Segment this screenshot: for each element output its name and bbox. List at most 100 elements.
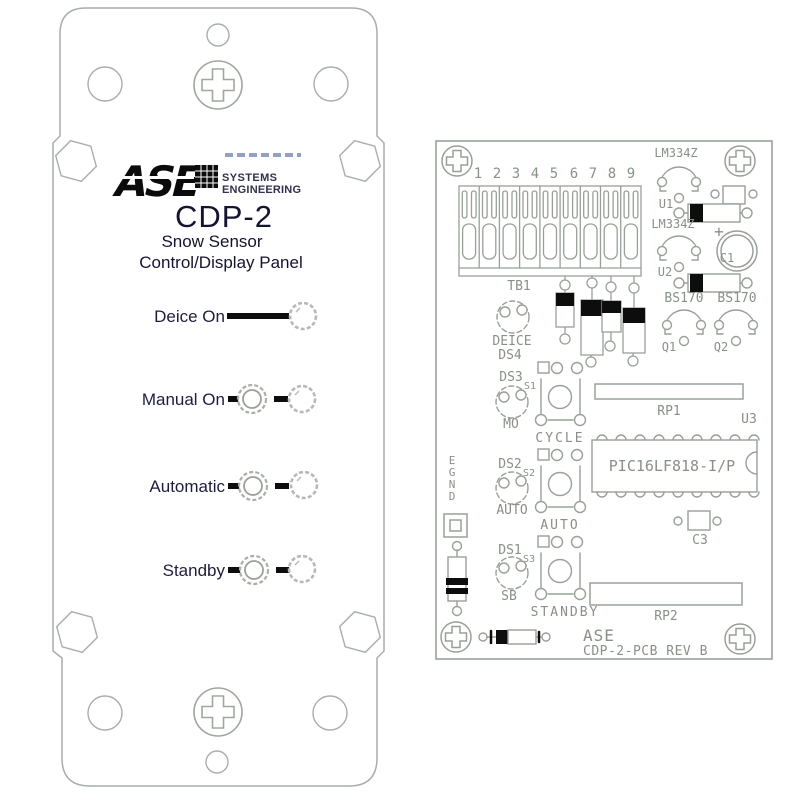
diode-horizontal — [673, 203, 753, 223]
ds3-label: DS3 — [499, 370, 522, 385]
bs170-label: BS170 — [664, 291, 703, 306]
standby-label: STANDBY — [531, 605, 600, 620]
row-label: Manual On — [142, 390, 225, 409]
diode-vertical-left — [446, 540, 468, 617]
led-indicator-icon — [289, 470, 319, 500]
indicator-bar — [228, 567, 242, 573]
pushbutton-icon — [237, 470, 269, 502]
row-label: Deice On — [154, 307, 225, 326]
logo-org-line1: SYSTEMS — [222, 172, 277, 184]
pin-number: 4 — [531, 166, 539, 182]
ase-logo: ASE SYSTEMS ENGINEERING — [109, 153, 301, 207]
egnd-letter: D — [449, 490, 456, 503]
c1-polarity-mark: + — [714, 222, 724, 241]
c1-label: C1 — [720, 251, 734, 265]
logo-brand-text: ASE — [109, 158, 204, 207]
top-pilot-hole — [206, 23, 230, 47]
pcb-layout-drawing: 1 2 3 4 5 6 7 8 9 TB1 — [435, 140, 773, 660]
deice-label: DEICE — [492, 334, 531, 349]
pin-number: 8 — [608, 166, 616, 182]
u2-label: U2 — [658, 265, 672, 279]
auto-led-label: AUTO — [496, 503, 527, 518]
panel-plate-outline — [52, 7, 385, 787]
lm334z-label: LM334Z — [651, 217, 694, 231]
phillips-screw-icon — [193, 687, 243, 737]
mount-hole — [312, 695, 348, 731]
u1-label: U1 — [659, 197, 673, 211]
pin-number: 1 — [474, 166, 482, 182]
egnd-letter: E — [449, 454, 456, 467]
s3-label: S3 — [523, 554, 535, 565]
row-label: Standby — [163, 561, 226, 580]
q2-label: Q2 — [714, 340, 728, 354]
pin-number: 9 — [627, 166, 635, 182]
egnd-pad — [443, 513, 468, 538]
subtitle-line2: Control/Display Panel — [139, 253, 302, 272]
capacitor-c1 — [716, 230, 758, 272]
indicator-bar — [227, 313, 289, 319]
indicator-bar — [275, 483, 289, 489]
model-title: CDP-2 — [175, 199, 273, 234]
ds2-label: DS2 — [498, 457, 521, 472]
q1-label: Q1 — [662, 340, 676, 354]
resistor-pack-rp1 — [594, 383, 744, 400]
phillips-screw-icon — [193, 60, 243, 110]
led-indicator-icon — [288, 301, 318, 331]
diode — [555, 275, 575, 345]
pushbutton-icon — [236, 383, 268, 415]
s2-label: S2 — [523, 468, 535, 479]
terminal-pin-numbers: 1 2 3 4 5 6 7 8 9 — [474, 166, 635, 182]
pcb-outline — [435, 140, 773, 660]
row-deice-on: Deice On — [154, 301, 318, 331]
pin-number: 6 — [570, 166, 578, 182]
indicator-bar — [228, 483, 242, 489]
egnd-letter: N — [449, 478, 456, 491]
board-id-label: CDP-2-PCB REV B — [583, 644, 708, 659]
pin-number: 7 — [589, 166, 597, 182]
pin-number: 5 — [550, 166, 558, 182]
led-indicator-icon — [287, 554, 317, 584]
pin-number: 2 — [493, 166, 501, 182]
indicator-bar — [274, 396, 288, 402]
resistor-pack-rp2 — [589, 582, 743, 606]
lm334z-label: LM334Z — [654, 146, 697, 160]
s1-label: S1 — [524, 381, 536, 392]
mount-hole — [87, 695, 123, 731]
ds1-label: DS1 — [498, 543, 521, 558]
mo-label: MO — [503, 417, 519, 432]
ds4-label: DS4 — [498, 348, 522, 363]
logo-org-line2: ENGINEERING — [222, 184, 301, 196]
row-standby: Standby — [163, 554, 317, 586]
row-manual-on: Manual On — [142, 383, 317, 415]
c3-label: C3 — [692, 533, 708, 548]
indicator-bar — [276, 567, 290, 573]
diode — [580, 275, 604, 368]
tb1-label: TB1 — [507, 279, 530, 294]
bottom-pilot-hole — [205, 750, 229, 774]
bs170-label: BS170 — [717, 291, 756, 306]
pcb-brand-label: ASE — [583, 626, 615, 645]
row-label: Automatic — [149, 477, 225, 496]
capacitor-c3 — [673, 510, 722, 531]
led-indicator-icon — [287, 384, 317, 414]
mount-hole — [87, 66, 123, 102]
phillips-screw-icon — [440, 621, 472, 653]
tb1-terminal-block — [458, 185, 642, 277]
egnd-label: E G N D — [449, 454, 456, 503]
ic-pic16lf818 — [591, 434, 760, 498]
egnd-letter: G — [449, 466, 456, 479]
diode-bank — [555, 275, 646, 368]
sb-label: SB — [501, 589, 517, 604]
diode-horizontal — [673, 273, 753, 293]
pushbutton-icon — [238, 554, 270, 586]
diode-horizontal-bottom — [478, 629, 551, 645]
pin-number: 3 — [512, 166, 520, 182]
diode — [622, 275, 646, 367]
capacitor-footprint — [710, 185, 758, 205]
front-panel-drawing: ASE SYSTEMS ENGINEERING CDP-2 Snow Senso… — [52, 7, 385, 787]
phillips-screw-icon — [441, 145, 473, 177]
subtitle-line1: Snow Sensor — [161, 232, 262, 251]
logo-slit — [110, 176, 194, 179]
